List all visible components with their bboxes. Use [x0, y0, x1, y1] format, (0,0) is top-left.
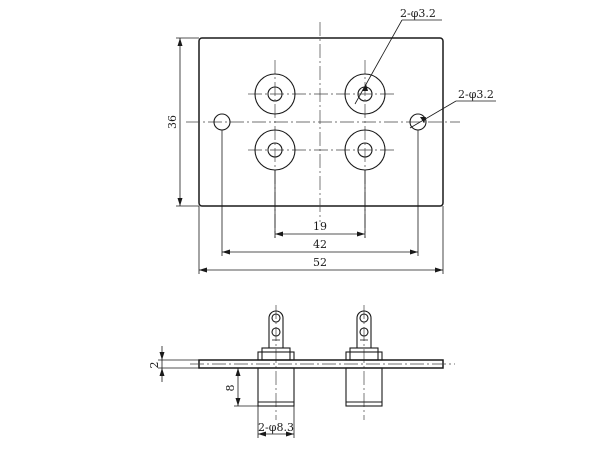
- terminal-top-left: [254, 73, 296, 115]
- side-view: 2 8 2-φ8.3: [148, 305, 455, 438]
- dim-boss-diameter-label: 2-φ8.3: [258, 421, 294, 434]
- callout-terminal-hole: 2-φ3.2: [354, 7, 442, 105]
- dim-height: 36: [166, 37, 199, 207]
- callout-mount-hole: 2-φ3.2: [409, 88, 496, 129]
- dim-plate-thickness-label: 2: [148, 362, 161, 369]
- dim-mount-hole-spacing: 42: [221, 130, 419, 256]
- dim-terminal-spacing: 19: [274, 170, 366, 238]
- dim-plate-thickness: 2: [148, 346, 199, 382]
- side-terminal-right: [345, 310, 383, 407]
- side-terminal-left: [257, 310, 295, 407]
- callout-mount-hole-label: 2-φ3.2: [458, 88, 494, 101]
- dim-plate-width: 52: [198, 206, 444, 274]
- top-view: 36 19 42 52: [166, 7, 496, 274]
- dim-boss-depth: 8: [224, 367, 258, 407]
- dim-terminal-spacing-label: 19: [313, 220, 327, 233]
- dim-boss-depth-label: 8: [224, 385, 237, 392]
- dim-mount-hole-spacing-label: 42: [313, 238, 327, 251]
- dim-plate-width-label: 52: [313, 256, 327, 269]
- dim-boss-diameter: 2-φ8.3: [257, 406, 295, 438]
- callout-terminal-hole-label: 2-φ3.2: [400, 7, 436, 20]
- dim-height-label: 36: [166, 115, 179, 129]
